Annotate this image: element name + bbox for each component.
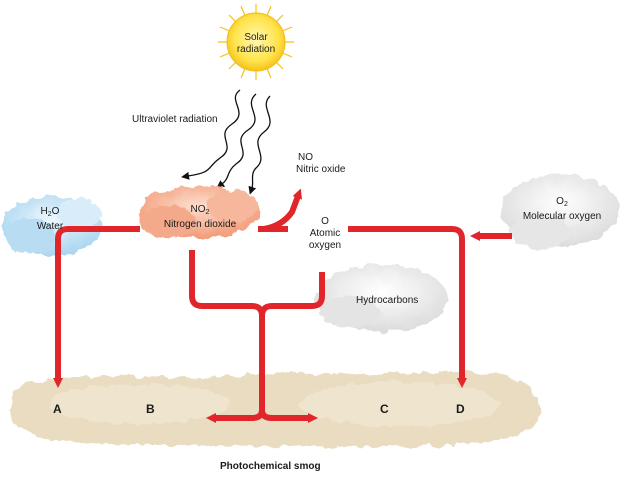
- smog-letter-a: A: [53, 402, 62, 416]
- water-label: H2O Water: [20, 206, 80, 233]
- nitrogen-dioxide-label: NO2 Nitrogen dioxide: [150, 204, 250, 231]
- h2o-formula: H2O: [40, 206, 60, 218]
- hydrocarbons-cloud: [316, 264, 448, 332]
- smog-cloud: [10, 372, 540, 447]
- photochemical-smog-title: Photochemical smog: [220, 461, 321, 472]
- no2-cloud: [139, 186, 259, 238]
- smog-letter-c: C: [380, 402, 389, 416]
- o2-cloud: [502, 174, 618, 248]
- smog-letter-b: B: [146, 402, 155, 416]
- hydrocarbons-label: Hydrocarbons: [356, 295, 419, 306]
- molecular-oxygen-label: O2 Molecular oxygen: [512, 196, 612, 223]
- ultraviolet-radiation-label: Ultraviolet radiation: [132, 114, 218, 125]
- smog-letter-d: D: [456, 402, 465, 416]
- ultraviolet-rays: [181, 89, 271, 195]
- h2o-cloud: [2, 196, 102, 256]
- solar-radiation-label: Solar radiation: [236, 32, 276, 55]
- sun-icon: [218, 4, 294, 80]
- reaction-arrows: [53, 188, 512, 423]
- o2-name: Molecular oxygen: [522, 211, 602, 222]
- o2-formula: O2: [556, 196, 568, 208]
- h2o-name: Water: [36, 221, 64, 232]
- nitric-oxide-label: NO Nitric oxide: [296, 152, 346, 175]
- atomic-oxygen-label: O Atomic oxygen: [308, 216, 342, 251]
- no2-name: Nitrogen dioxide: [163, 219, 237, 230]
- no2-formula: NO2: [190, 204, 210, 216]
